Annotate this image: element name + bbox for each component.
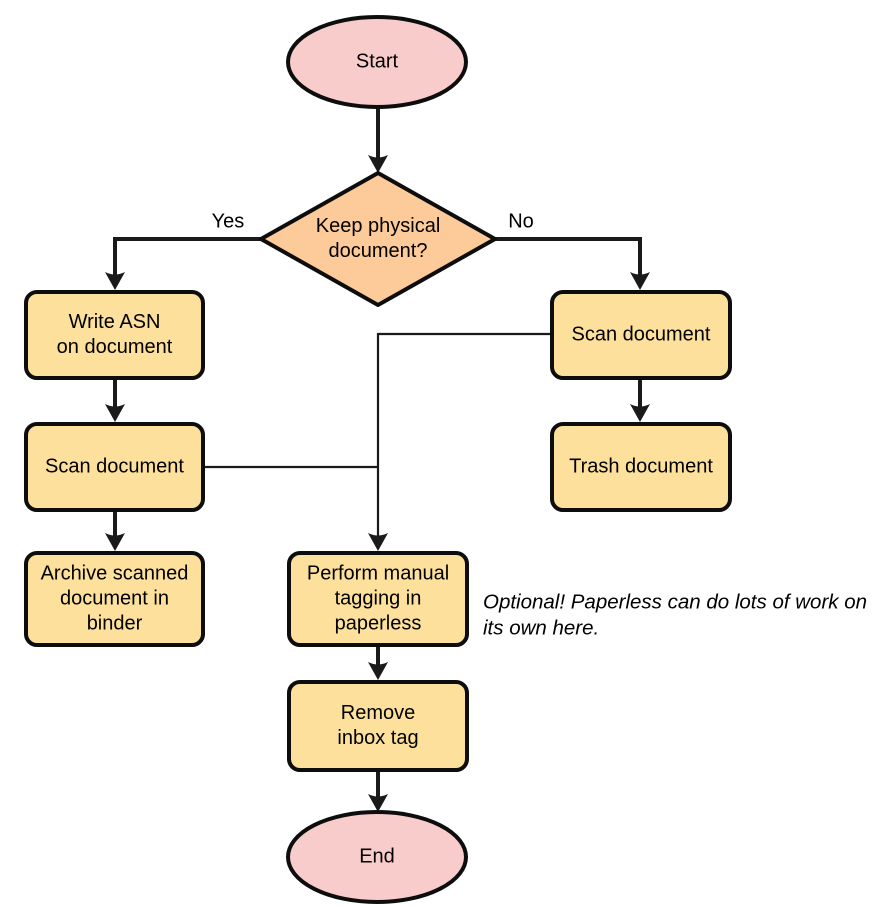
node-scan-document-left: Scan document	[24, 422, 205, 512]
node-label: Scan document	[572, 323, 711, 345]
edge-tagging-to-remove-tag	[368, 645, 388, 680]
node-label: Scan document	[45, 455, 184, 477]
annotation-optional-note: Optional! Paperless can do lots of work …	[483, 590, 867, 639]
node-keep-physical: Keep physical document?	[259, 171, 497, 307]
node-label: document?	[329, 240, 428, 262]
arrow-head-icon	[368, 155, 388, 173]
node-remove-inbox-tag: Remove inbox tag	[287, 680, 469, 772]
node-label: inbox tag	[337, 727, 418, 749]
node-start: Start	[286, 15, 468, 109]
edge-path	[113, 237, 261, 284]
node-label: Write ASN	[69, 311, 161, 333]
node-label: Keep physical	[316, 215, 441, 237]
node-manual-tagging: Perform manual tagging in paperless	[287, 551, 469, 647]
node-end: End	[286, 810, 468, 904]
node-shape-process	[24, 551, 205, 647]
arrow-head-icon	[630, 404, 650, 422]
node-shape-process	[550, 422, 732, 512]
node-label: binder	[87, 612, 143, 634]
node-label: End	[359, 845, 395, 867]
edge-scan-right-to-tagging	[368, 332, 552, 551]
node-label: on document	[57, 336, 173, 358]
node-label: Remove	[341, 702, 415, 724]
arrow-head-icon	[105, 404, 125, 422]
arrow-head-icon	[105, 272, 125, 290]
edge-scan-right-to-trash	[630, 378, 650, 422]
node-shape-process	[287, 680, 469, 772]
edge-path	[376, 332, 552, 545]
node-shape-process	[550, 290, 732, 380]
node-archive-binder: Archive scanned document in binder	[24, 551, 205, 647]
node-shape-terminal	[286, 15, 468, 109]
node-shape-terminal	[286, 810, 468, 904]
edge-label-label-no: No	[508, 210, 534, 232]
arrow-head-icon	[368, 794, 388, 812]
edge-start-to-decision	[368, 107, 388, 173]
node-shape-decision	[259, 171, 497, 307]
edges-layer	[105, 107, 650, 812]
node-label: Trash document	[569, 455, 713, 477]
node-label: Perform manual	[307, 562, 449, 584]
node-trash-document: Trash document	[550, 422, 732, 512]
edge-decision-to-scan-right	[495, 237, 650, 290]
node-label: document in	[60, 587, 169, 609]
arrow-head-icon	[630, 272, 650, 290]
edge-path	[495, 237, 642, 284]
edge-decision-to-write-asn	[105, 237, 261, 290]
arrow-head-icon	[105, 533, 125, 551]
edge-scan-left-to-archive	[105, 510, 125, 551]
arrow-head-icon	[368, 533, 388, 551]
edge-write-asn-to-scan-left	[105, 378, 125, 422]
node-shape-process	[24, 290, 205, 380]
annotation-line: its own here.	[483, 616, 599, 639]
annotations-layer: Optional! Paperless can do lots of work …	[483, 590, 867, 639]
node-label: Start	[356, 50, 399, 72]
node-label: Archive scanned	[41, 562, 189, 584]
node-label: tagging in	[335, 587, 422, 609]
node-scan-document-right: Scan document	[550, 290, 732, 380]
node-shape-process	[24, 422, 205, 512]
node-shape-process	[287, 551, 469, 647]
arrow-head-icon	[368, 662, 388, 680]
node-write-asn: Write ASN on document	[24, 290, 205, 380]
annotation-line: Optional! Paperless can do lots of work …	[483, 590, 867, 613]
edge-label-label-yes: Yes	[212, 210, 245, 232]
edge-remove-tag-to-end	[368, 770, 388, 812]
node-label: paperless	[335, 612, 422, 634]
edge-labels-layer: Yes No	[212, 210, 534, 232]
